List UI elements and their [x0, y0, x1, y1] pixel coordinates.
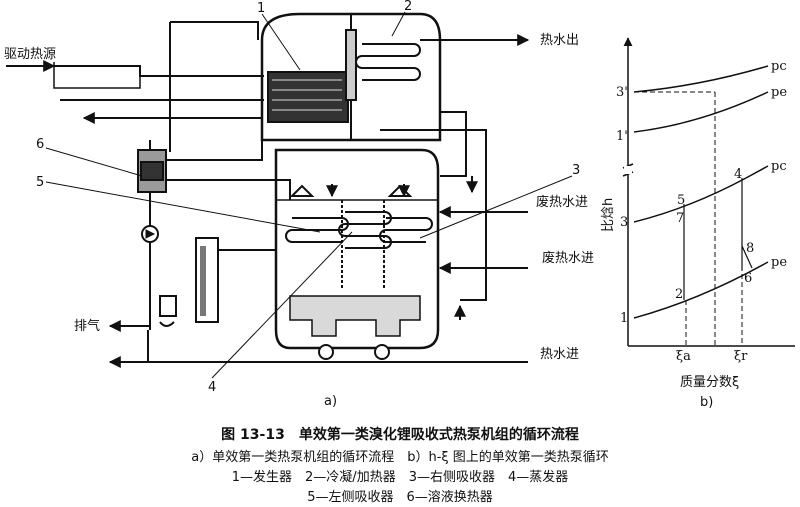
curve-pe-lower: [633, 261, 769, 319]
right-absorber-coil: [379, 217, 433, 243]
point-6: 6: [744, 271, 752, 286]
callout-3: 3: [572, 163, 580, 178]
label-pc-lower: pc: [771, 159, 787, 174]
y-axis-label: 比焓h: [600, 198, 616, 232]
x-axis-label: 质量分数ξ: [680, 375, 739, 390]
callout-5: 5: [36, 175, 44, 190]
point-1-prime: 1': [616, 129, 628, 144]
label-driving-heat-source: 驱动热源: [4, 47, 56, 62]
callout-1: 1: [257, 1, 265, 16]
figure-svg: 驱动热源 热水出 废热水进 废热水进 热水进 排气 a) 1 2 3 4 5 6…: [4, 0, 795, 410]
sublabel-b: b): [700, 395, 713, 410]
point-2: 2: [675, 287, 683, 302]
tick-xi-r: ξr: [734, 349, 748, 364]
flow-diagram: [6, 12, 530, 368]
callout-4: 4: [208, 380, 216, 395]
point-3: 3: [620, 215, 628, 230]
condenser-coil: [355, 43, 421, 81]
point-3-prime: 3': [616, 85, 628, 100]
label-pc-upper: pc: [771, 59, 787, 74]
label-exhaust: 排气: [74, 318, 100, 334]
label-waste-heat-in-1: 废热水进: [536, 194, 588, 210]
label-hot-water-out: 热水出: [540, 33, 579, 48]
label-waste-heat-in-2: 废热水进: [542, 250, 594, 266]
callout-2: 2: [404, 0, 412, 14]
point-8: 8: [746, 241, 754, 256]
sublabel-a: a): [324, 394, 337, 409]
label-hot-water-in: 热水进: [540, 347, 579, 362]
curve-pe-upper: [633, 91, 769, 133]
label-pe-lower: pe: [771, 255, 787, 270]
solution-pool: [289, 295, 421, 337]
point-7: 7: [676, 211, 684, 226]
point-5: 5: [677, 193, 685, 208]
hxi-chart: [622, 37, 795, 347]
caption-line-2: 1—发生器 2—冷凝/加热器 3—右侧吸收器 4—蒸发器: [231, 470, 569, 485]
curve-pc-upper: [633, 65, 769, 93]
callout-leaders: [45, 11, 573, 379]
point-1: 1: [620, 311, 628, 326]
caption-title: 图 13-13 单效第一类溴化锂吸收式热泵机组的循环流程: [221, 427, 579, 443]
tick-xi-a: ξa: [676, 349, 691, 364]
label-pe-upper: pe: [771, 85, 787, 100]
left-absorber-coil: [285, 217, 349, 243]
point-4: 4: [734, 167, 742, 182]
callout-6: 6: [36, 137, 44, 152]
lower-vessel: [274, 148, 440, 350]
curve-pc-lower: [633, 165, 769, 223]
caption-line-3: 5—左侧吸收器 6—溶液换热器: [307, 490, 493, 505]
caption-line-1: a）单效第一类热泵机组的循环流程 b）h-ξ 图上的单效第一类热泵循环: [191, 450, 609, 465]
